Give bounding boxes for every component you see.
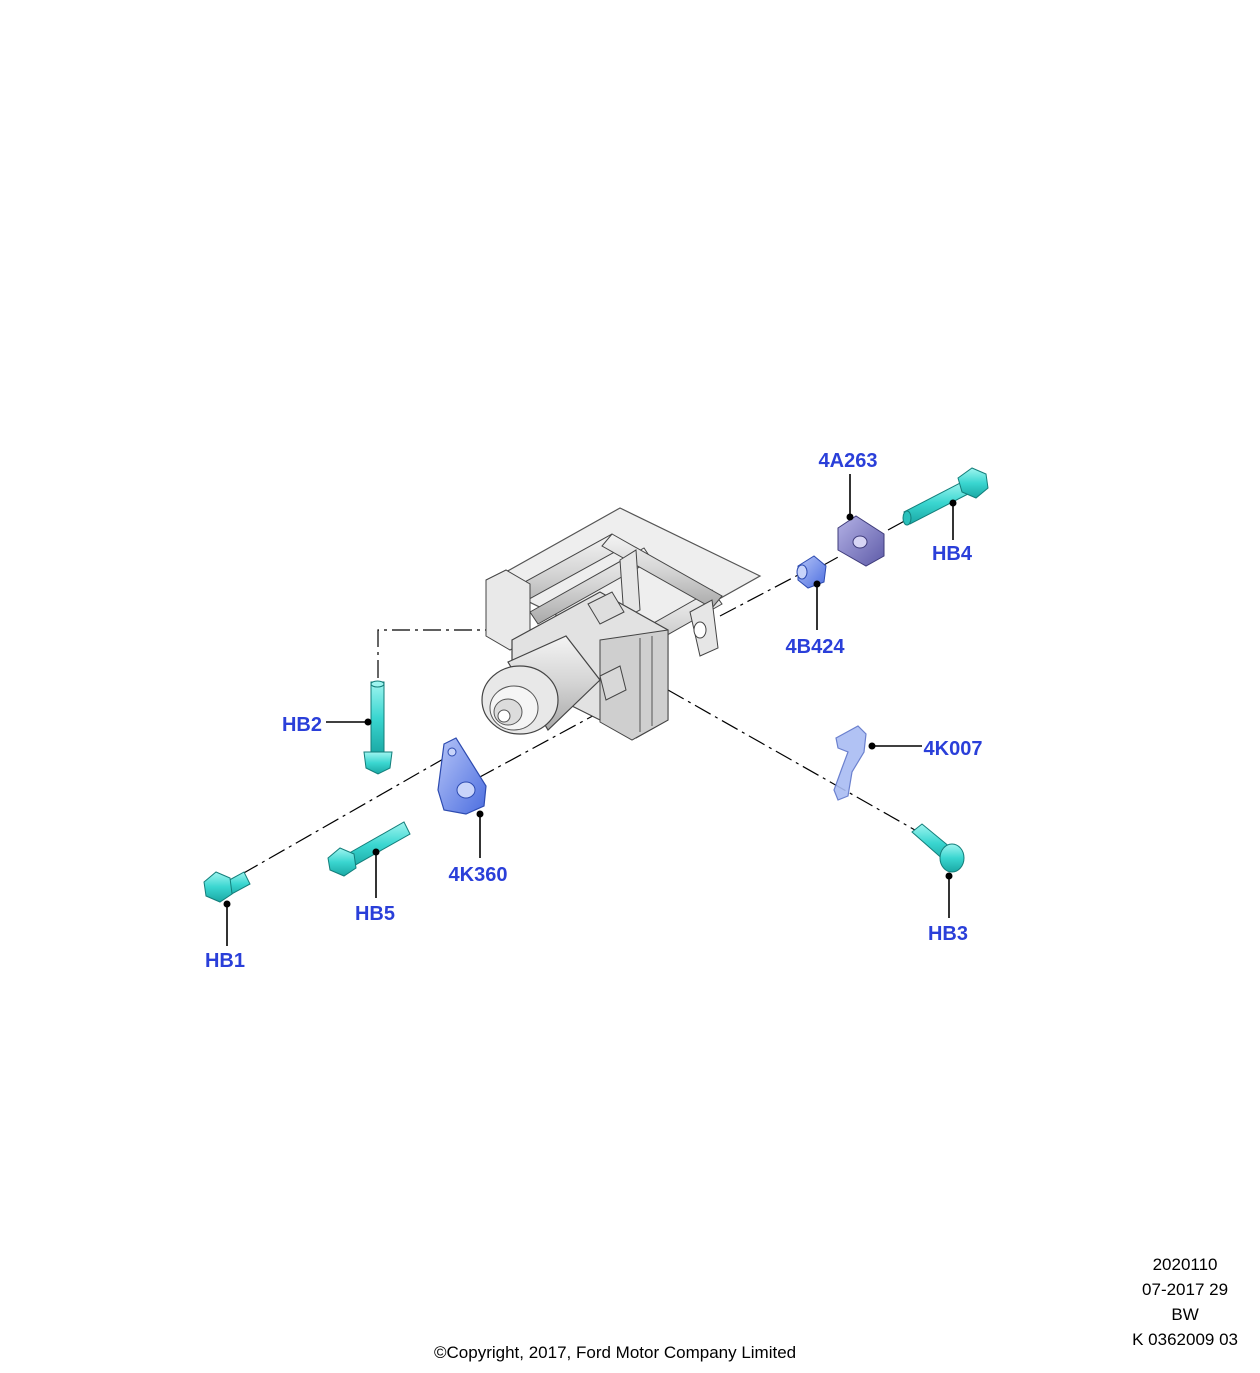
- bolt-hb1: [203, 871, 251, 903]
- mount-block-4a263: [837, 515, 885, 567]
- reference-line-4: K 0362009 03: [1132, 1330, 1238, 1349]
- bolt-hb5: [327, 821, 411, 877]
- bolt-hb3: [911, 823, 965, 873]
- callout-hb2: HB2: [282, 714, 322, 736]
- clip-4k007: [833, 725, 867, 801]
- reference-line-1: 2020110: [1152, 1255, 1218, 1274]
- reference-line-3: BW: [1171, 1305, 1199, 1324]
- bolt-hb4: [902, 467, 989, 526]
- bracket-4k360: [437, 737, 487, 815]
- steering-column-housing: [481, 507, 762, 741]
- callout-hb5: HB5: [355, 903, 395, 925]
- copyright-notice: ©Copyright, 2017, Ford Motor Company Lim…: [434, 1343, 797, 1362]
- callout-4b424: 4B424: [786, 636, 846, 658]
- leader-lines: [223, 474, 957, 946]
- reference-line-2: 07-2017 29: [1142, 1280, 1229, 1299]
- callout-hb1: HB1: [205, 950, 245, 972]
- callout-4a263: 4A263: [819, 450, 878, 472]
- bushing-4b424: [796, 555, 827, 589]
- callout-4k360: 4K360: [449, 864, 508, 886]
- callout-hb3: HB3: [928, 923, 968, 945]
- reference-block: 2020110 07-2017 29 BW K 0362009 03: [1132, 1252, 1238, 1352]
- callout-hb4: HB4: [932, 543, 973, 565]
- bolt-hb2: [363, 680, 393, 775]
- callout-4k007: 4K007: [924, 738, 983, 760]
